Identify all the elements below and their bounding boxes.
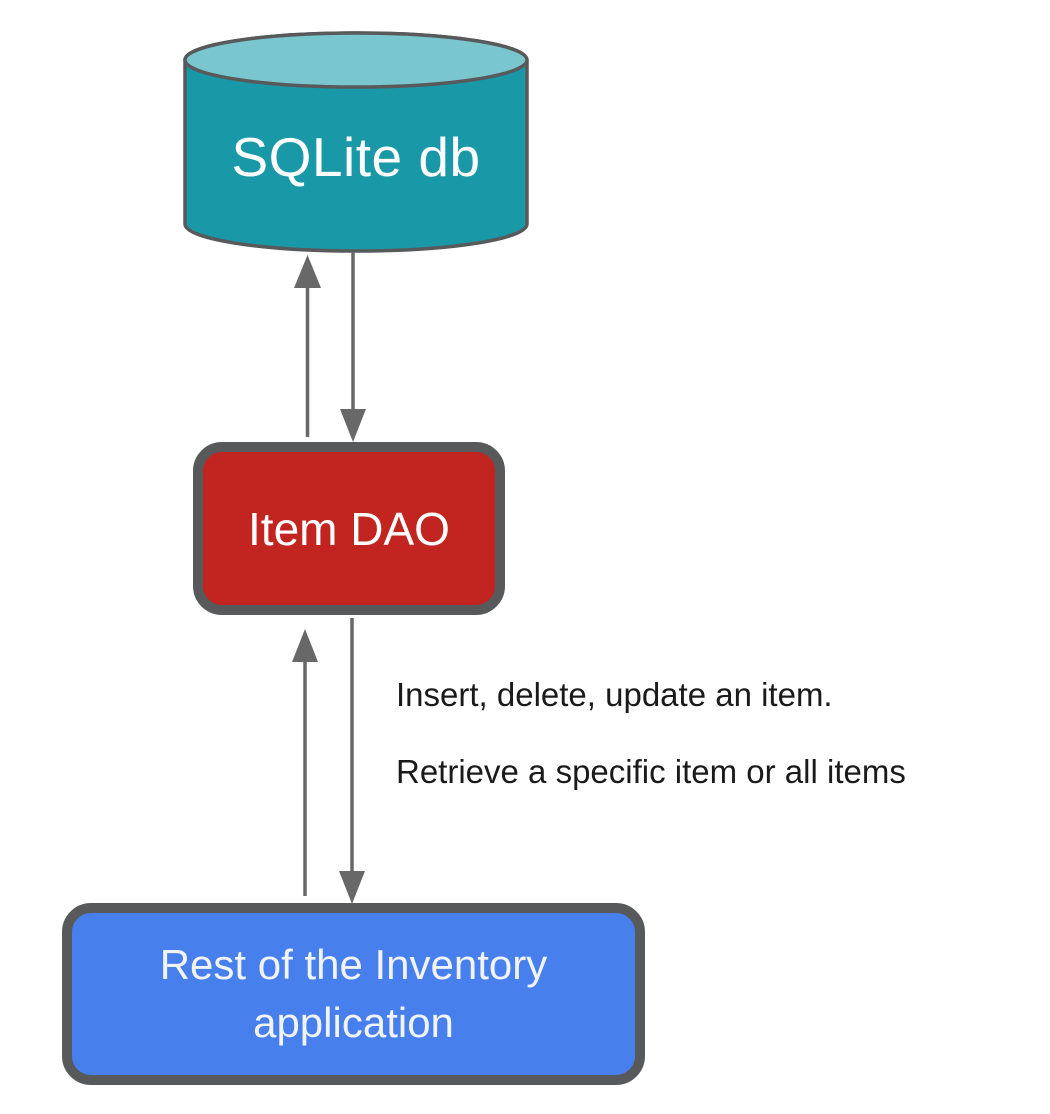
arrow-db-to-dao: [340, 252, 366, 442]
dao-label: Item DAO: [248, 502, 450, 555]
app-label-line-1: Rest of the Inventory: [159, 941, 548, 988]
arrow-dao-to-db-head: [294, 255, 321, 288]
arrow-app-to-dao: [292, 629, 318, 896]
arrow-dao-to-app: [339, 618, 365, 904]
app-label-line-2: application: [253, 999, 454, 1046]
arrow-annotation: Insert, delete, update an item. Retrieve…: [396, 676, 1036, 791]
arrow-db-to-dao-head: [340, 409, 366, 442]
arrow-dao-to-db: [294, 255, 321, 437]
annotation-line-1: Insert, delete, update an item.: [396, 676, 833, 713]
database-cylinder-top: [183, 31, 529, 89]
arrow-dao-to-app-head: [339, 871, 365, 904]
annotation-line-2: Retrieve a specific item or all items: [396, 753, 906, 790]
dao-box-shape: [193, 442, 505, 615]
app-box-shape: [62, 903, 645, 1085]
arrow-app-to-dao-head: [292, 629, 318, 662]
database-label: SQLite db: [231, 126, 481, 188]
app-label: Rest of the Inventory application: [62, 903, 645, 1085]
